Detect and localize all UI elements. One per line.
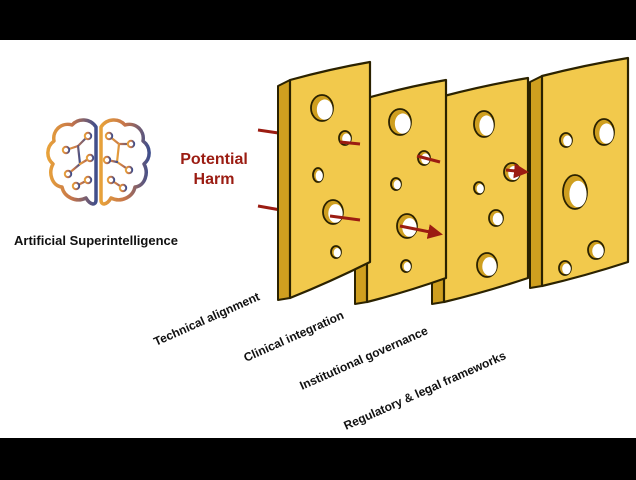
layer-labels: Technical alignment Clinical integration… <box>152 289 509 432</box>
slice-face <box>288 60 372 300</box>
cheese-hole-opening <box>394 113 411 134</box>
harm-line-2: Harm <box>194 171 235 188</box>
cheese-hole-opening <box>479 115 494 136</box>
cheese-hole-opening <box>569 180 587 208</box>
slice-face <box>442 76 530 304</box>
cheese-hole-opening <box>563 135 572 147</box>
cheese-hole-opening <box>316 99 333 120</box>
swiss-cheese-slice-1 <box>277 60 372 301</box>
harm-arrows <box>329 140 529 240</box>
slice-face <box>365 78 448 304</box>
cheese-hole-opening <box>562 263 571 275</box>
cheese-hole-opening <box>315 170 323 182</box>
swiss-cheese-slice-4 <box>529 56 630 289</box>
cheese-slices <box>277 56 630 305</box>
cheese-hole-opening <box>328 204 343 223</box>
cheese-hole-opening <box>393 180 401 190</box>
potential-harm-label: Potential Harm <box>180 151 248 188</box>
ai-label: Artificial Superintelligence <box>14 233 178 248</box>
slice-side <box>529 75 543 289</box>
brain-icon <box>46 118 151 206</box>
cheese-hole-opening <box>508 166 520 181</box>
cheese-hole-opening <box>403 262 411 272</box>
harm-arrow-head-stopped-top <box>505 163 529 179</box>
harm-arrow-segment <box>329 214 361 222</box>
layer-label-3: Institutional governance <box>298 323 431 392</box>
slice-face <box>540 56 630 288</box>
cheese-hole-opening <box>492 212 503 226</box>
harm-arrow-head-stopped-bottom <box>399 224 443 240</box>
diagram-canvas: Artificial Superintelligence Potential H… <box>0 40 636 438</box>
layer-label-1: Technical alignment <box>152 289 262 348</box>
harm-arrow-segment <box>416 154 441 164</box>
slice-side <box>277 79 291 301</box>
cheese-hole-opening <box>476 184 484 194</box>
layer-label-2: Clinical integration <box>242 308 346 365</box>
harm-line-1: Potential <box>180 151 248 168</box>
swiss-cheese-diagram: Artificial Superintelligence Potential H… <box>14 56 630 433</box>
harm-arrow-segment <box>339 140 361 146</box>
cheese-hole-opening <box>592 244 604 259</box>
cheese-hole-opening <box>482 257 497 276</box>
cheese-hole-opening <box>333 248 341 258</box>
cheese-hole-opening <box>599 123 614 144</box>
